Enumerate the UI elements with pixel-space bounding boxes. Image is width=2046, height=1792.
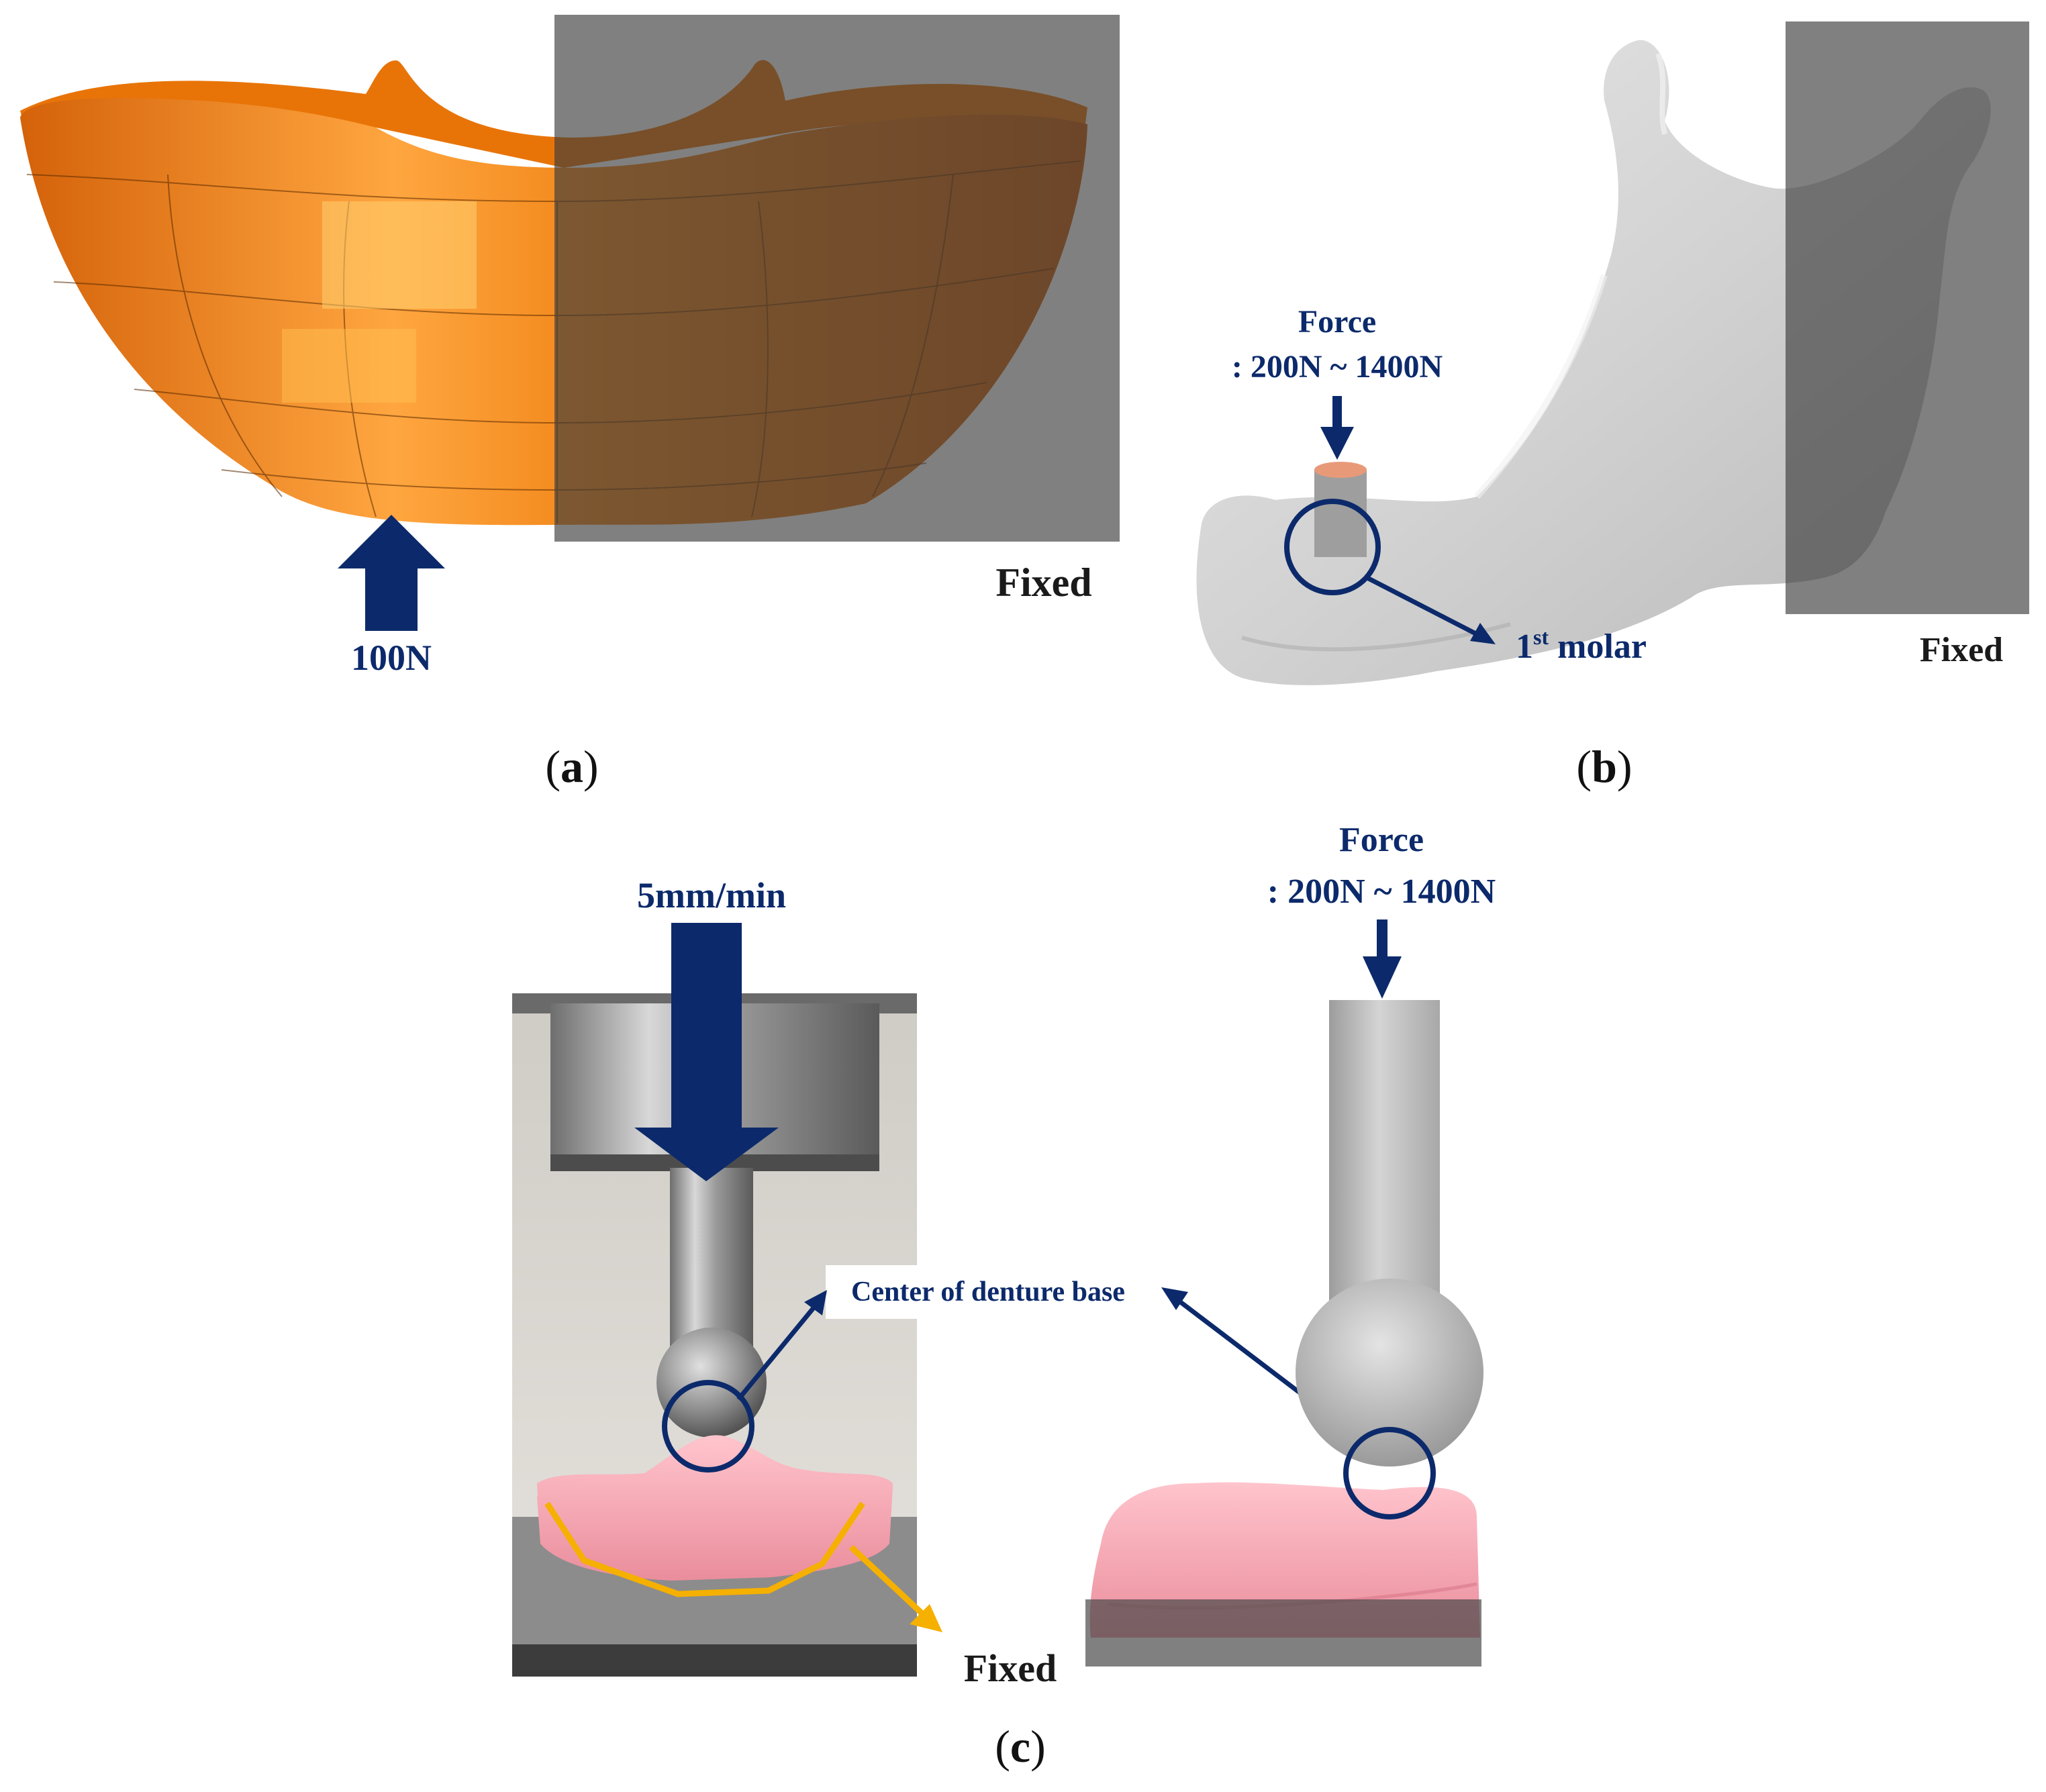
panel-c-photo: Fixed 5mm/min [512,875,1057,1690]
panel-b: 1st molar Force : 200N ~ 1400N Fixed (b) [1196,21,2029,792]
contact-circle-photo [662,1380,754,1473]
fixed-region-c [1085,1599,1481,1666]
force-label-a: 100N [351,638,432,678]
force-title-c: Force [1339,821,1424,859]
force-range-b: : 200N ~ 1400N [1232,349,1443,385]
caption-c: (c) [995,1721,1046,1772]
fixed-label-b: Fixed [1920,631,2003,669]
fixed-region-b [1786,21,2029,614]
speed-label: 5mm/min [637,875,786,915]
force-range-c: : 200N ~ 1400N [1267,873,1496,911]
fixed-label-c: Fixed [964,1646,1057,1690]
fixed-outline-yellow [544,1501,865,1597]
loading-rod [1296,1000,1483,1466]
force-arrow-up-icon [338,515,445,631]
contact-circle-model [1343,1427,1436,1520]
caption-b: (b) [1576,741,1632,792]
force-title-b: Force [1298,304,1376,340]
center-pointer-left-icon [736,1290,827,1401]
molar-pointer-arrow-icon [1365,575,1496,644]
molar-highlight-circle [1284,499,1381,595]
fixed-label-a: Fixed [995,560,1091,605]
fixed-pointer-arrow-icon [848,1544,942,1632]
force-arrow-down-icon [1320,396,1354,460]
molar-load-cylinder [1314,462,1367,557]
speed-arrow-down-icon [634,923,779,1181]
force-arrow-down-c-icon [1363,919,1402,999]
panel-c-model: Force : 200N ~ 1400N [1085,821,1496,1666]
caption-a: (a) [545,741,598,792]
panel-a: 100N Fixed (a) [20,15,1120,792]
center-of-denture-base-label: Center of denture base [851,1277,1125,1307]
molar-label: 1st molar [1516,625,1647,666]
center-label-box: Center of denture base [826,1265,1151,1319]
fixed-region-a [554,15,1120,542]
